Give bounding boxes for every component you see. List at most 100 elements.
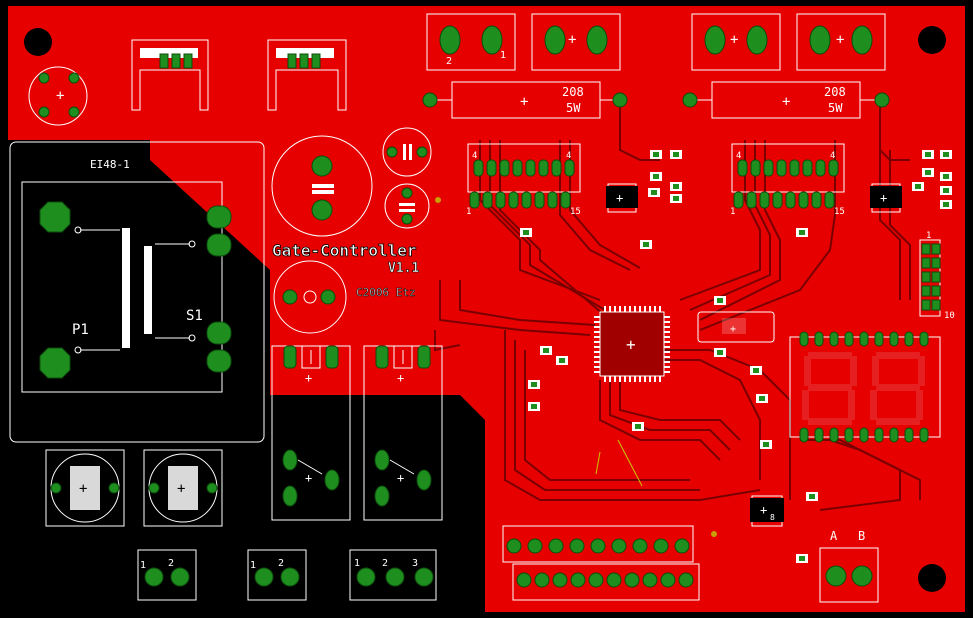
svg-text:1: 1 (730, 207, 735, 217)
display-pin (814, 427, 824, 443)
ic-pin-top (789, 159, 800, 177)
terminal-block-top-3: + (691, 13, 781, 71)
board-title: Gate-Controller (272, 241, 417, 260)
mcu-pin (594, 341, 600, 343)
ic-pin-top (828, 159, 839, 177)
display-pin (814, 331, 824, 347)
smd-component-pad (559, 358, 565, 363)
power-resistor-2: + 208 5W (682, 81, 890, 119)
header-pin (921, 299, 931, 311)
mcu-pin (664, 331, 670, 333)
svg-text:+: + (730, 324, 736, 335)
board-title-block: Gate-Controller V1.1 C2006 Etz (272, 241, 420, 300)
mcu-pin (664, 316, 670, 318)
display-pin (919, 331, 929, 347)
smd-component-pad (531, 404, 537, 409)
mcu-pin (664, 361, 670, 363)
mcu-pin (614, 306, 616, 312)
io-terminal-pad (653, 538, 669, 554)
ic-pin-bottom (534, 191, 545, 209)
mcu-pin (614, 376, 616, 382)
ic-pin-top (551, 159, 562, 177)
svg-text:4: 4 (736, 151, 741, 161)
driver-ic-1: 4 4 1 15 (466, 143, 581, 217)
svg-text:+: + (568, 32, 576, 48)
power-resistor-1: + 208 5W (422, 81, 628, 119)
small-capacitor-1 (382, 127, 432, 177)
ic-pin-bottom (560, 191, 571, 209)
mcu-pin (619, 376, 621, 382)
smd-component-pad (717, 298, 723, 303)
header-pin (931, 299, 941, 311)
smd-component-pad (651, 190, 657, 195)
mcu-pin (624, 306, 626, 312)
smd-component-pad (635, 424, 641, 429)
smd-component-pad (925, 152, 931, 157)
ic-pin-bottom (811, 191, 822, 209)
small-capacitor-2 (384, 183, 430, 229)
io-terminal-pad (660, 572, 676, 588)
driver-ic-2: 4 4 1 15 (730, 143, 845, 217)
display-segment (802, 390, 809, 420)
ic-pin-top (538, 159, 549, 177)
svg-text:3: 3 (412, 558, 418, 569)
svg-text:+: + (56, 88, 64, 104)
electrolytic-capacitor (271, 135, 373, 237)
ic-pin-top (763, 159, 774, 177)
display-segment (808, 384, 852, 391)
svg-text:10: 10 (944, 311, 955, 321)
display-pin (859, 331, 869, 347)
smd-component-pad (943, 152, 949, 157)
ic-pin-bottom (482, 191, 493, 209)
mounting-hole-top-right (918, 26, 946, 54)
resistor-2-power: 5W (828, 101, 843, 115)
ic-pin-bottom (798, 191, 809, 209)
svg-text:+: + (626, 335, 636, 354)
smd-component-pad (531, 382, 537, 387)
ic-pin-top (525, 159, 536, 177)
screw-terminal-3pin: 1 2 3 (349, 549, 437, 601)
mcu-pin (649, 376, 651, 382)
io-terminal-pad (506, 538, 522, 554)
io-terminal-pad (678, 572, 694, 588)
svg-text:1: 1 (354, 558, 360, 569)
io-terminal-pad (527, 538, 543, 554)
io-terminal-row-top (502, 525, 694, 563)
mcu-pin (609, 376, 611, 382)
smd-component-pad (925, 170, 931, 175)
soic8-driver-1: + (606, 183, 638, 213)
terminal-a-b: A B (819, 529, 879, 603)
display-segment (870, 390, 877, 420)
mcu-pin (649, 306, 651, 312)
mcu-pin (664, 341, 670, 343)
display-pin (799, 427, 809, 443)
smd-component-pad (653, 174, 659, 179)
crystal-oscillator: + (28, 66, 88, 126)
mcu-pin (664, 346, 670, 348)
display-segment (918, 356, 925, 386)
io-terminal-pad (590, 538, 606, 554)
smd-component-pad (809, 494, 815, 499)
smd-component-pad (717, 350, 723, 355)
svg-text:4: 4 (830, 151, 835, 161)
smd-component-pad (799, 556, 805, 561)
screw-terminal-2pin-left: 1 2 (137, 549, 197, 601)
svg-text:2: 2 (168, 558, 174, 569)
mcu-pin (604, 376, 606, 382)
mcu-pin (609, 306, 611, 312)
display-pin (904, 331, 914, 347)
smd-component-pad (523, 230, 529, 235)
mcu-pin (604, 306, 606, 312)
smd-component-pad (943, 174, 949, 179)
svg-text:+: + (397, 471, 404, 485)
mcu-pin (594, 371, 600, 373)
display-pin (829, 331, 839, 347)
mcu-pin (594, 326, 600, 328)
ic-pin-bottom (521, 191, 532, 209)
display-pin (799, 331, 809, 347)
ic-pin-bottom (746, 191, 757, 209)
io-terminal-pad (632, 538, 648, 554)
mcu-pin (629, 306, 631, 312)
seven-segment-display (789, 331, 941, 443)
soic8-bottom: + 8 (750, 495, 784, 527)
